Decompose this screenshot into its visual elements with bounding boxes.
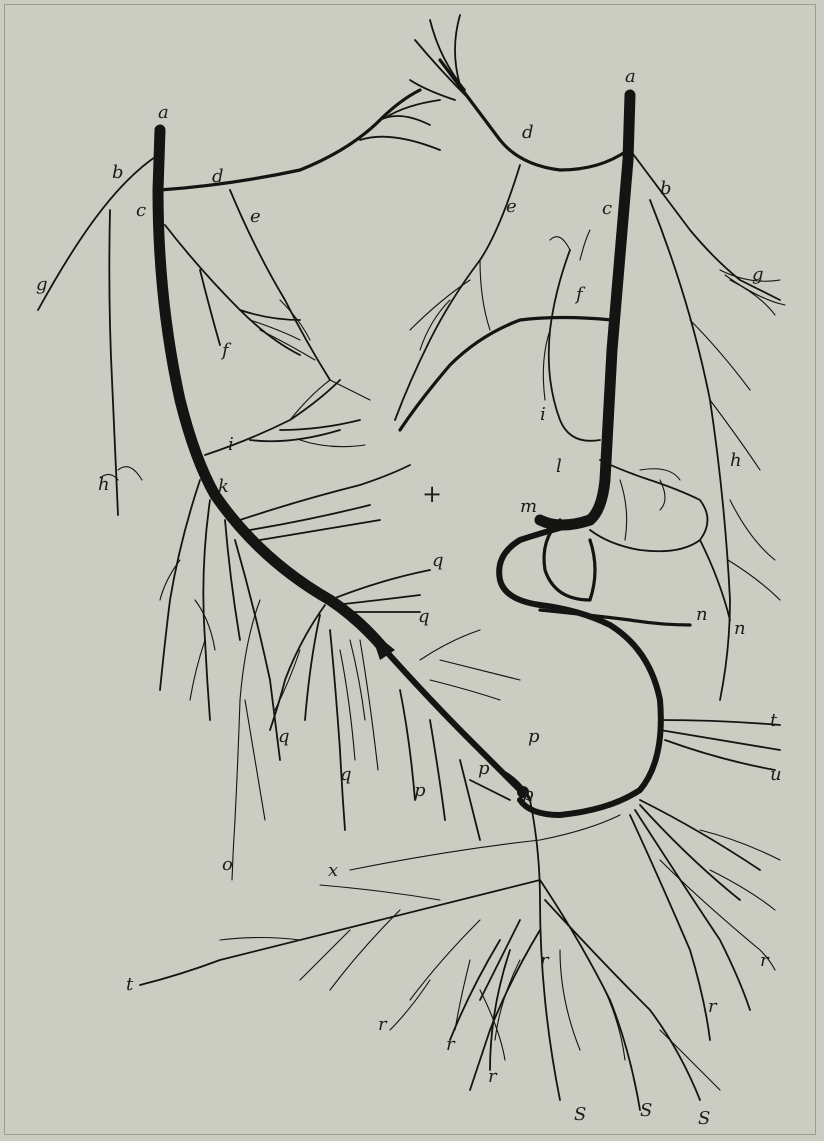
- q-twigs: [275, 640, 378, 770]
- label-g-right: g: [752, 264, 764, 285]
- right-branch-e: [395, 165, 520, 420]
- right-arch-d: [440, 60, 628, 170]
- label-s-2: S: [640, 1100, 652, 1121]
- label-f-left: f: [220, 340, 232, 361]
- label-t-left: t: [126, 974, 134, 995]
- label-e-left: e: [250, 206, 261, 227]
- label-n-outer: n: [734, 618, 746, 639]
- lower-central-branches: [470, 880, 700, 1110]
- lower-right-twigs: [660, 830, 780, 970]
- label-l-right: l: [556, 456, 562, 477]
- left-f-twigs: [250, 300, 370, 400]
- label-a-left: a: [158, 102, 169, 123]
- label-plus: +: [422, 480, 442, 508]
- label-r-3: r: [488, 1066, 498, 1087]
- label-p-node: p: [522, 784, 534, 805]
- label-u-right: u: [770, 764, 782, 785]
- left-lower-hanging: [160, 480, 280, 760]
- t-u-branches: [660, 720, 780, 770]
- label-o: o: [222, 854, 233, 875]
- left-branch-k-plus: [240, 465, 410, 540]
- label-t-right: t: [770, 710, 778, 731]
- left-branch-h: [109, 210, 118, 515]
- label-q-mid: q: [418, 606, 430, 627]
- label-s-3: S: [698, 1108, 710, 1129]
- label-i-right: i: [540, 404, 546, 425]
- label-q-left: q: [278, 726, 290, 747]
- label-r-4: r: [540, 950, 550, 971]
- label-r-1: r: [378, 1014, 388, 1035]
- label-m-right: m: [520, 496, 537, 517]
- label-g-left: g: [36, 274, 48, 295]
- right-f-loop: [549, 250, 600, 441]
- label-p-left: p: [478, 758, 490, 779]
- m-inner-loop: [544, 520, 595, 600]
- label-a-right: a: [625, 66, 636, 87]
- left-arch-d: [160, 90, 420, 190]
- left-branch-e: [230, 190, 330, 380]
- label-b-right: b: [660, 178, 672, 199]
- label-e-right: e: [506, 196, 517, 217]
- label-x: x: [328, 860, 338, 881]
- label-p-upper: p: [528, 726, 540, 747]
- x-vessel: [350, 815, 620, 870]
- label-c-right: c: [602, 198, 612, 219]
- n-branch: [540, 610, 690, 625]
- label-q-upper: q: [432, 550, 444, 571]
- label-q-lower: q: [340, 764, 352, 785]
- q-branch-left: [270, 605, 345, 830]
- label-f-right: f: [574, 284, 586, 305]
- lower-right-spray: [630, 800, 760, 1040]
- label-r-2: r: [446, 1034, 456, 1055]
- label-c-left: c: [136, 200, 146, 221]
- left-branch-b: [38, 155, 158, 310]
- label-r-6: r: [760, 950, 770, 971]
- t2-twigs: [220, 885, 480, 1000]
- label-h-right: h: [730, 450, 742, 471]
- label-b-left: b: [112, 162, 124, 183]
- label-d-left: d: [212, 166, 224, 187]
- label-i-left: i: [228, 434, 234, 455]
- p-twigs: [420, 630, 520, 700]
- label-k-left: k: [218, 476, 229, 497]
- left-lower-twigs: [160, 560, 265, 880]
- label-h-left: h: [98, 474, 110, 495]
- right-branch-f: [400, 318, 612, 431]
- m-loop: [499, 520, 661, 815]
- label-p-far: p: [414, 780, 426, 801]
- t2-spray: [140, 880, 540, 985]
- label-d-right: d: [522, 122, 534, 143]
- left-arch-branch: [360, 100, 440, 150]
- label-n-inner: n: [696, 604, 708, 625]
- label-r-5: r: [708, 996, 718, 1017]
- label-s-1: S: [574, 1104, 586, 1125]
